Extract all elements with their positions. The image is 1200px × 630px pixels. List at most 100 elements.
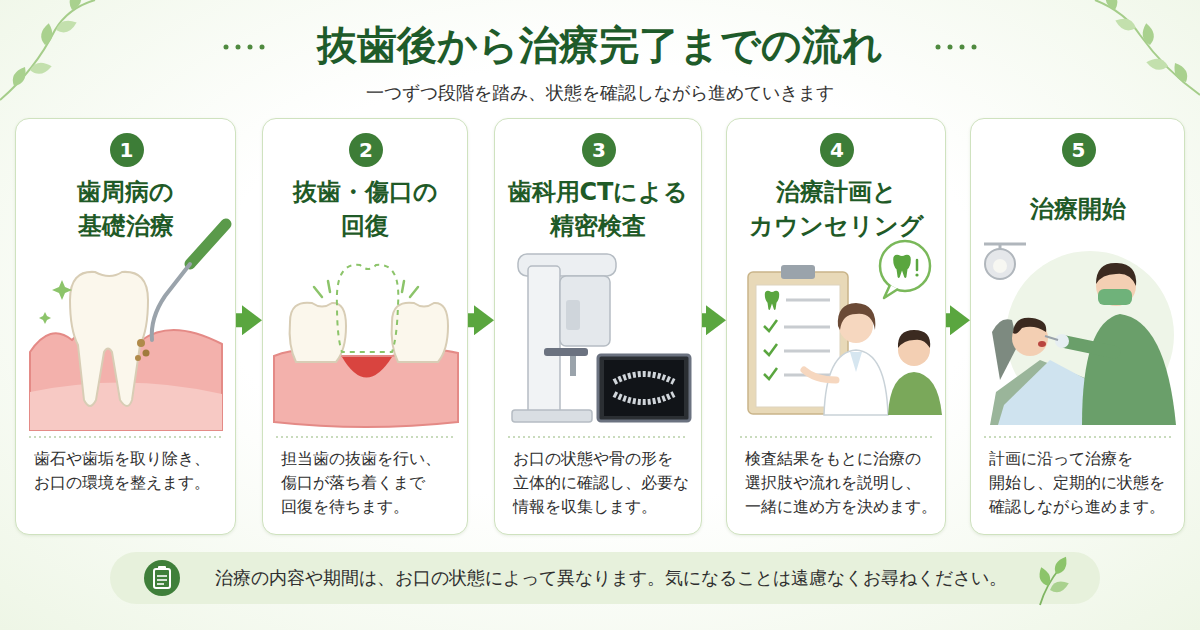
step-heading: 歯科用CTによる 精密検査 xyxy=(500,171,696,247)
leaf-decoration-part xyxy=(67,0,85,12)
step-description: 歯石や歯垢を取り除き、 お口の環境を整えます。 xyxy=(34,447,229,495)
treatment-illustration-part xyxy=(1038,341,1046,347)
counseling-illustration-part xyxy=(756,285,840,407)
counseling-illustration-part xyxy=(898,334,930,366)
treatment-illustration xyxy=(984,244,1176,425)
treatment-illustration-part xyxy=(984,243,1026,246)
treatment-illustration-part xyxy=(990,360,1112,425)
scaling-illustration-part xyxy=(30,382,222,430)
step-description: 計画に沿って治療を 開始し、定期的に状態を 確認しながら進めます。 xyxy=(989,447,1178,519)
treatment-illustration-part xyxy=(998,360,1110,425)
flow-arrow xyxy=(946,313,970,327)
leaf-decoration-part xyxy=(29,61,53,76)
step-heading: 歯周病の 基礎治療 xyxy=(51,171,201,247)
dotted-separator-part xyxy=(740,436,932,438)
ct-scanner-illustration-part xyxy=(566,300,580,330)
extraction-illustration-part xyxy=(392,303,448,362)
counseling-illustration-part xyxy=(748,272,848,414)
step-number-circle: 4 xyxy=(820,133,854,167)
extraction-illustration xyxy=(274,265,458,427)
note-icon-part xyxy=(154,569,170,588)
diagram-caption: 一つずつ段階を踏み、状態を確認しながら進めていきます xyxy=(0,80,1200,106)
counseling-illustration-part xyxy=(784,326,830,329)
step-number: 1 xyxy=(120,140,134,160)
extraction-illustration-part xyxy=(342,357,392,378)
counseling-illustration-part xyxy=(880,241,930,291)
flow-arrow xyxy=(702,313,726,327)
leaf-decoration-part xyxy=(0,0,95,100)
ct-scanner-illustration-part xyxy=(544,348,588,356)
dotted-separator-part xyxy=(508,436,688,438)
treatment-illustration-part xyxy=(1098,289,1132,305)
treatment-illustration-part xyxy=(1082,314,1176,425)
note-band: 治療の内容や期間は、お口の状態によって異なります。気になることは遠慮なくお尋ねく… xyxy=(110,552,1100,604)
counseling-illustration-part xyxy=(784,350,830,353)
treatment-illustration-part xyxy=(999,244,1002,252)
leaf-decoration-part xyxy=(1145,57,1169,72)
scaling-illustration-part xyxy=(52,280,72,300)
extraction-illustration-part xyxy=(274,350,458,427)
title-dots-part xyxy=(236,45,241,50)
step-number-circle: 2 xyxy=(349,133,383,167)
title-dots-part xyxy=(960,45,965,50)
counseling-illustration-part xyxy=(824,350,888,415)
step-number-circle: 5 xyxy=(1062,133,1096,167)
ct-scanner-illustration-part xyxy=(604,360,684,416)
extraction-illustration-part xyxy=(328,281,330,292)
title-dots-part xyxy=(948,45,953,50)
step-card: 4治療計画と カウンセリング検査結果をもとに治療の 選択肢や流れを説明し、 一緒… xyxy=(726,118,946,535)
leaf-decoration-part xyxy=(1102,0,1120,12)
counseling-illustration-part xyxy=(764,368,777,379)
scaling-illustration-part xyxy=(135,355,141,361)
note-icon-part xyxy=(157,583,164,585)
treatment-illustration-part xyxy=(1006,251,1174,419)
note-icon xyxy=(144,560,180,596)
counseling-illustration-part xyxy=(850,352,862,372)
ct-scanner-illustration-part xyxy=(570,356,576,376)
leaf-decoration xyxy=(1036,554,1070,605)
scaling-illustration-part xyxy=(152,264,190,340)
leaf-decoration-part xyxy=(40,22,55,46)
counseling-illustration-part xyxy=(765,291,779,310)
ct-scanner-illustration-part xyxy=(598,355,690,421)
leaf-decoration-part xyxy=(1113,15,1137,33)
title-dots-part xyxy=(248,45,253,50)
extraction-illustration-part xyxy=(410,287,418,297)
step-description: 検査結果をもとに治療の 選択肢や流れを説明し、 一緒に進め方を決めます。 xyxy=(745,447,939,519)
counseling-illustration-part xyxy=(888,372,942,415)
scaling-illustration xyxy=(30,224,226,430)
note-text: 治療の内容や期間は、お口の状態によって異なります。気になることは遠慮なくお尋ねく… xyxy=(215,552,1007,604)
leaf-decoration-part xyxy=(1052,554,1071,576)
leaf-decoration-part xyxy=(54,17,78,35)
scaling-illustration-part xyxy=(30,322,222,430)
extraction-illustration-part xyxy=(402,281,404,292)
scaling-illustration-part xyxy=(39,312,51,324)
counseling-illustration-part xyxy=(764,344,777,355)
flow-arrow xyxy=(236,313,262,327)
counseling-illustration-part xyxy=(839,309,873,343)
ct-scanner-illustration-part xyxy=(614,394,674,402)
counseling-illustration-part xyxy=(915,273,918,276)
dotted-separator-part xyxy=(984,436,1171,438)
step-number-circle: 1 xyxy=(110,133,144,167)
ct-scanner-illustration-part xyxy=(518,254,616,276)
counseling-illustration-part xyxy=(893,255,911,278)
treatment-illustration-part xyxy=(1055,334,1069,348)
treatment-illustration-part xyxy=(1096,263,1136,286)
diagram-title: 抜歯後から治療完了までの流れ xyxy=(0,18,1200,72)
treatment-illustration-part xyxy=(1045,336,1058,340)
dotted-separator-part xyxy=(29,436,222,438)
treatment-illustration-part xyxy=(992,319,1018,380)
treatment-illustration-part xyxy=(1066,342,1114,352)
ct-scanner-illustration-part xyxy=(528,266,560,414)
ct-scanner-illustration-part xyxy=(560,276,610,346)
step-description: お口の状態や骨の形を 立体的に確認し、必要な 情報を収集します。 xyxy=(513,447,695,519)
title-dots-part xyxy=(224,45,229,50)
note-icon-part xyxy=(157,575,167,577)
counseling-illustration-part xyxy=(898,330,930,348)
step-description: 担当歯の抜歯を行い、 傷口が落ち着くまで 回復を待ちます。 xyxy=(281,447,461,519)
leaf-decoration-part xyxy=(1040,568,1060,605)
extraction-illustration-part xyxy=(314,287,322,297)
counseling-illustration-part xyxy=(838,303,876,330)
